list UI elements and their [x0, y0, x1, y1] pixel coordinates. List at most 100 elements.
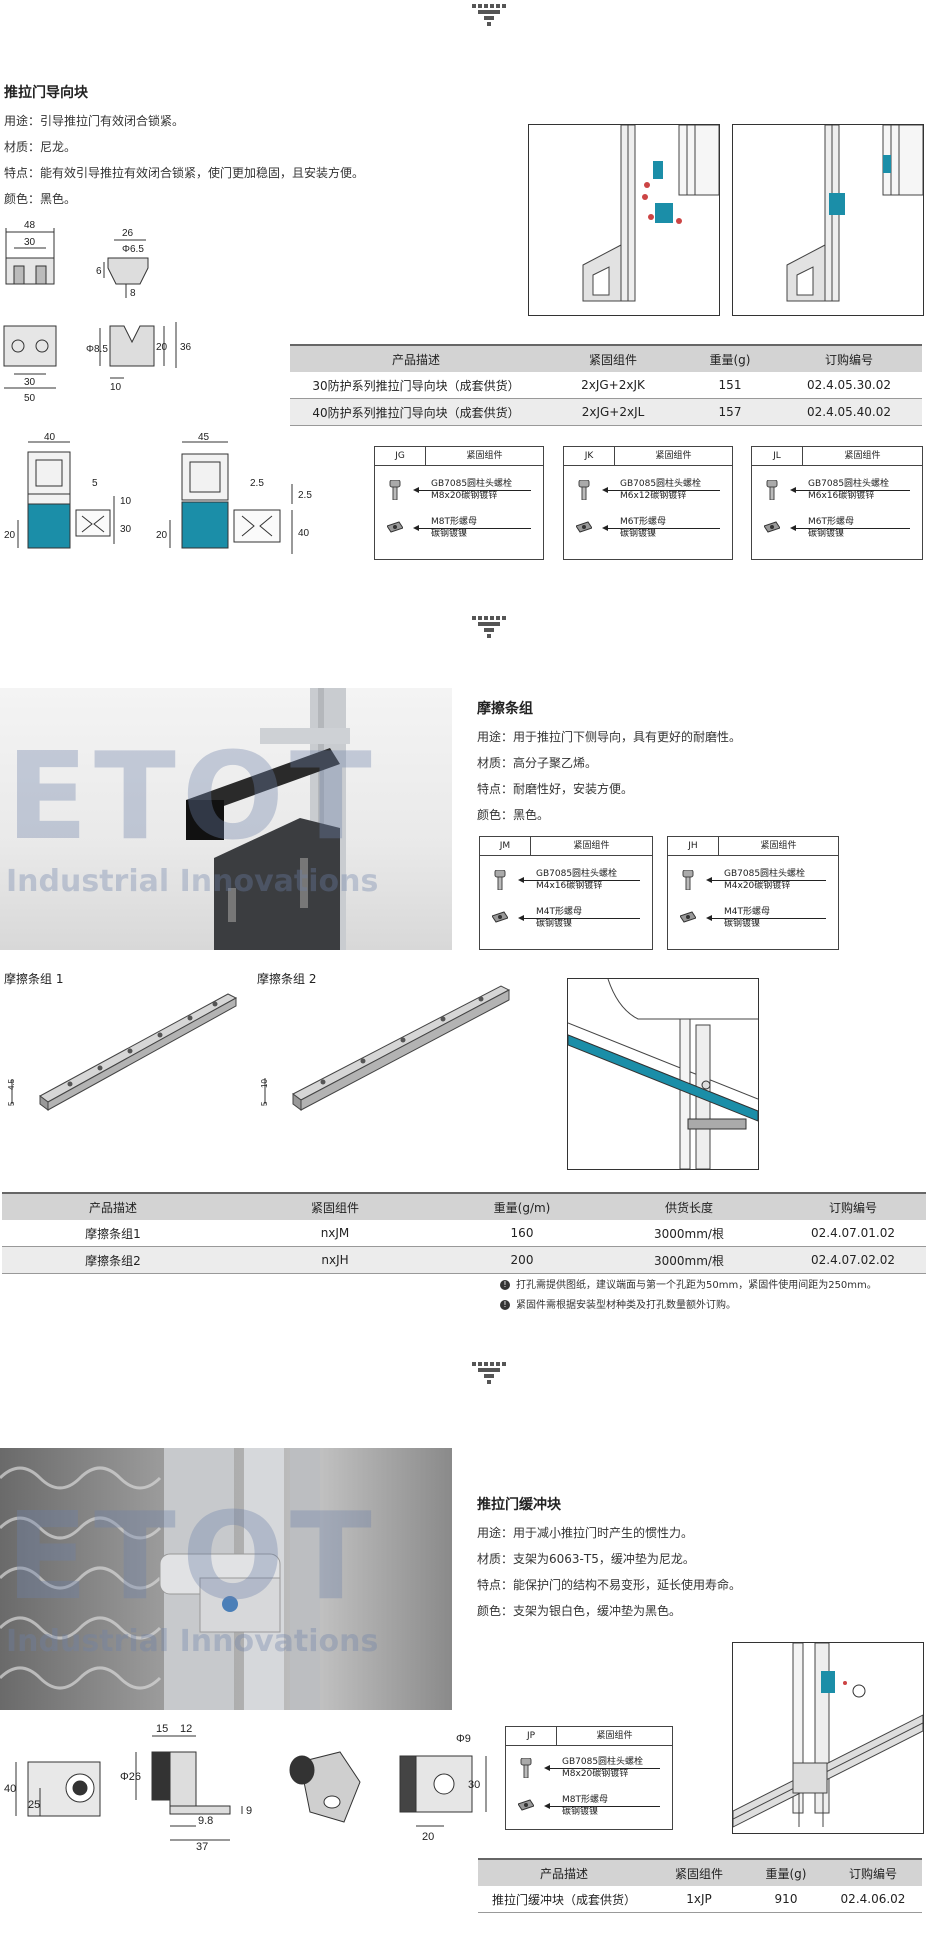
t-nut-icon	[576, 521, 592, 533]
fastener-bolt-spec: GB7085圆柱头螺栓	[562, 1757, 644, 1767]
fastener-bolt-material: M6x16碳钢镀锌	[808, 491, 875, 501]
fastener-bolt-material: M4x16碳钢镀锌	[536, 881, 603, 891]
brand-logo-icon	[472, 4, 508, 28]
table-header: 订购编号	[780, 1192, 926, 1220]
dim-c-h: 30	[468, 1779, 480, 1791]
table-cell: 910	[748, 1886, 824, 1913]
fastener-nut-spec: M4T形螺母	[724, 907, 770, 917]
t-nut-icon	[680, 911, 696, 923]
friction-strip-2-drawing: 10 5	[260, 985, 511, 1111]
fastener-nut-spec: M4T形螺母	[536, 907, 582, 917]
fastener-bolt-material: M4x20碳钢镀锌	[724, 881, 791, 891]
guide-block-dimension-drawing: 48 30 26 Φ6.5 6 8 Φ8.5 30 50 20 36 10	[3, 220, 192, 404]
friction-strip-material: 材质：高分子聚乙烯。	[477, 756, 598, 770]
table-row: 40防护系列推拉门导向块（成套供货） 2xJG+2xJL 157 02.4.05…	[290, 398, 922, 426]
fastener-nut-material: 碳钢镀镍	[536, 919, 573, 929]
fastener-code: JH	[668, 837, 719, 855]
table-cell: 2xJG+2xJK	[542, 372, 684, 399]
fastener-bolt-row: GB7085圆柱头螺栓 M4x20碳钢镀锌	[668, 862, 838, 900]
friction-strip-description: 用途：用于推拉门下侧导向，具有更好的耐磨性。 材质：高分子聚乙烯。 特点：耐磨性…	[477, 724, 741, 828]
guide-block-feature: 特点：能有效引导推拉有效闭合锁紧，使门更加稳固，且安装方便。	[4, 166, 365, 180]
table-header: 重量(g/m)	[446, 1192, 598, 1220]
table-header: 产品描述	[478, 1858, 650, 1886]
fastener-nut-material: 碳钢镀镍	[724, 919, 761, 929]
dim-top-w1: 48	[24, 220, 36, 231]
fastener-nut-material: 碳钢镀镍	[431, 529, 468, 539]
dim-p45-w: 45	[198, 432, 210, 443]
fastener-bolt-spec: GB7085圆柱头螺栓	[431, 479, 513, 489]
table-cell: 157	[684, 398, 776, 426]
brand-logo-icon	[472, 616, 508, 640]
fastener-code: JM	[480, 837, 531, 855]
table-row: 摩擦条组1 nxJM 160 3000mm/根 02.4.07.01.02	[2, 1220, 926, 1247]
friction-strip-usage: 用途：用于推拉门下侧导向，具有更好的耐磨性。	[477, 730, 742, 744]
table-header: 重量(g)	[684, 344, 776, 372]
fastener-bolt-spec: GB7085圆柱头螺栓	[724, 869, 806, 879]
fastener-code: JK	[564, 447, 615, 465]
friction-strip-photo: ETOT Industrial Innovations	[0, 688, 452, 950]
fastener-title: 紧固组件	[844, 451, 881, 461]
table-cell: 2xJG+2xJL	[542, 398, 684, 426]
watermark-logo-text: ETOT	[6, 728, 378, 867]
bolt-icon	[578, 480, 590, 500]
friction-strip-feature: 特点：耐磨性好，安装方便。	[477, 782, 634, 796]
profile-installation-drawing: 40 5 10 30 20 45 2.5 2.5 40 20	[4, 432, 312, 554]
fastener-nut-material: 碳钢镀镍	[562, 1807, 599, 1817]
buffer-block-photo: ETOT Industrial Innovations	[0, 1448, 452, 1710]
buffer-block-dimension-drawing: 40 25 15 12 Φ26 9 9.8 37 Φ9 30 20	[4, 1723, 487, 1852]
table-header: 紧固组件	[542, 344, 684, 372]
watermark-logo-text: ETOT	[6, 1488, 378, 1627]
fastener-nut-spec: M8T形螺母	[431, 517, 477, 527]
guide-block-assembled-illustration	[732, 124, 924, 316]
dim-b-w1: 15	[156, 1723, 168, 1735]
dim-p40-gap: 5	[92, 478, 98, 489]
fastener-nut-row: M4T形螺母碳钢镀镍	[480, 900, 652, 938]
table-cell: 02.4.05.30.02	[776, 372, 922, 399]
friction-strip-color: 颜色：黑色。	[477, 808, 550, 822]
guide-block-material: 材质：尼龙。	[4, 140, 77, 154]
bolt-icon	[494, 870, 506, 890]
bolt-icon	[766, 480, 778, 500]
bolt-icon	[520, 1758, 532, 1778]
guide-block-color: 颜色：黑色。	[4, 192, 77, 206]
fastener-title: 紧固组件	[760, 841, 797, 851]
fastener-code: JG	[375, 447, 426, 465]
fastener-box-jh: JH 紧固组件 GB7085圆柱头螺栓 M4x20碳钢镀锌 M4T形螺母碳钢镀镍	[667, 836, 839, 950]
dim-p40-h1: 10	[120, 496, 132, 507]
table-cell: 3000mm/根	[598, 1220, 780, 1247]
bolt-icon	[682, 870, 694, 890]
fastener-nut-spec: M8T形螺母	[562, 1795, 608, 1805]
guide-block-exploded-illustration	[528, 124, 720, 316]
fastener-title: 紧固组件	[596, 1731, 633, 1741]
t-nut-icon	[518, 1799, 534, 1811]
buffer-block-material: 材质：支架为6063-T5，缓冲垫为尼龙。	[477, 1552, 695, 1566]
buffer-block-description: 用途：用于减小推拉门时产生的惯性力。 材质：支架为6063-T5，缓冲垫为尼龙。…	[477, 1520, 741, 1624]
friction-strip-note-1: !打孔需提供图纸，建议端面与第一个孔距为50mm，紧固件使用间距为250mm。	[500, 1276, 877, 1291]
dim-side-h2: 8	[130, 288, 136, 299]
table-cell: 151	[684, 372, 776, 399]
buffer-block-color: 颜色：支架为银白色，缓冲垫为黑色。	[477, 1604, 682, 1618]
dim-front-w1: 30	[24, 377, 36, 388]
watermark-tagline: Industrial Innovations	[6, 864, 379, 899]
t-nut-icon	[764, 521, 780, 533]
fastener-bolt-spec: GB7085圆柱头螺栓	[808, 479, 890, 489]
fastener-bolt-row: GB7085圆柱头螺栓 M4x16碳钢镀锌	[480, 862, 652, 900]
table-row: 摩擦条组2 nxJH 200 3000mm/根 02.4.07.02.02	[2, 1246, 926, 1274]
dim-prof-h1: 20	[156, 342, 168, 353]
dim-front-w2: 50	[24, 393, 36, 404]
friction-strip-1-label: 摩擦条组 1	[4, 972, 64, 986]
table-cell: 40防护系列推拉门导向块（成套供货）	[290, 398, 542, 426]
fastener-bolt-material: M6x12碳钢镀锌	[620, 491, 687, 501]
dim-strip2-a: 10	[260, 1079, 269, 1088]
watermark-tagline: Industrial Innovations	[6, 1624, 379, 1659]
guide-block-spec-table: 产品描述 紧固组件 重量(g) 订购编号 30防护系列推拉门导向块（成套供货） …	[290, 344, 922, 426]
fastener-bolt-spec: GB7085圆柱头螺栓	[536, 869, 618, 879]
friction-strip-2-label: 摩擦条组 2	[257, 972, 317, 986]
dim-p45-h3: 20	[156, 530, 168, 541]
table-cell: 摩擦条组2	[2, 1246, 224, 1274]
